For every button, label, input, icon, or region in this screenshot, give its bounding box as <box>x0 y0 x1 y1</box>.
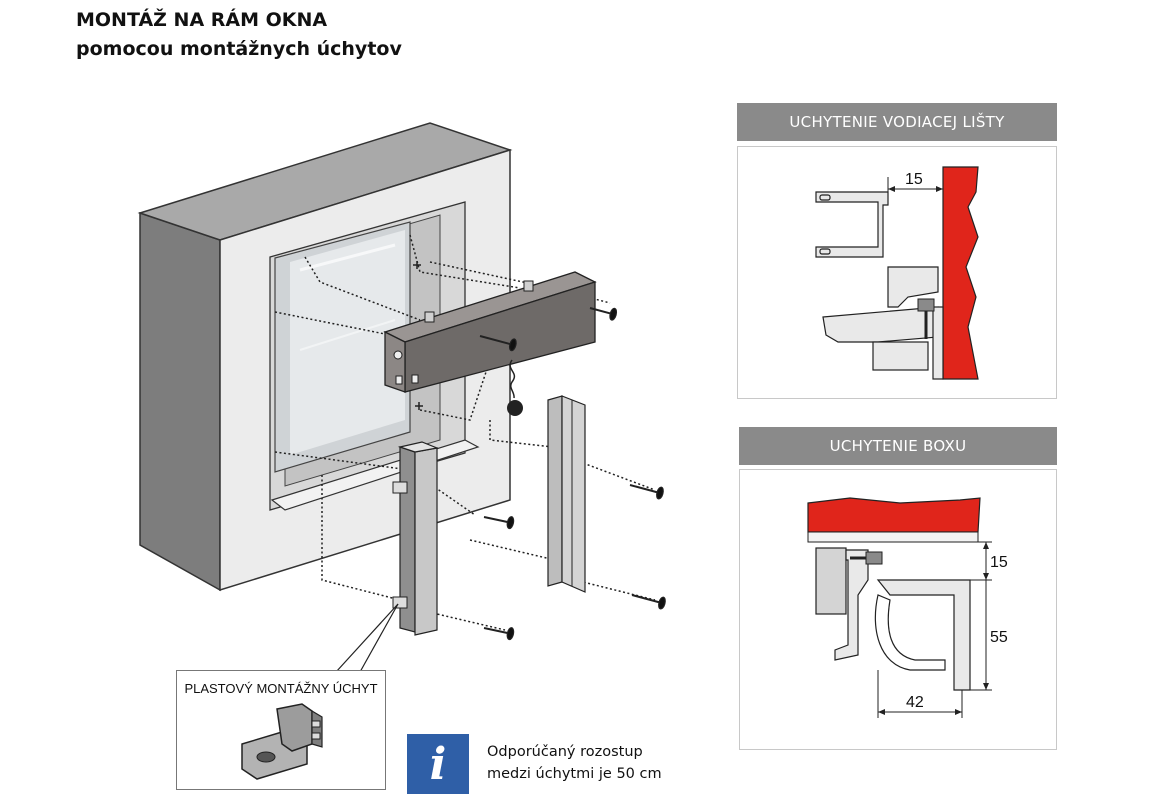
page-title: MONTÁŽ NA RÁM OKNA pomocou montážnych úc… <box>76 6 402 64</box>
box-dim-55: 55 <box>990 629 1008 646</box>
info-line-2: medzi úchytmi je 50 cm <box>487 766 662 782</box>
box-dim-15: 15 <box>990 554 1008 571</box>
clip-callout: PLASTOVÝ MONTÁŽNY ÚCHYT <box>176 670 386 790</box>
pull-cord <box>507 359 523 416</box>
box-dim-42: 42 <box>906 694 924 711</box>
info-line-1: Odporúčaný rozostup <box>487 744 643 760</box>
clip-leader-lines <box>335 603 399 673</box>
plus-marks <box>413 261 423 410</box>
box-cross-section: 15 55 42 <box>807 497 1008 718</box>
panel-heading-box: UCHYTENIE BOXU <box>739 427 1057 465</box>
guide-rail-right <box>547 395 586 593</box>
title-line-2: pomocou montážnych úchytov <box>76 38 402 60</box>
roller-box <box>383 271 597 393</box>
clip-label: PLASTOVÝ MONTÁŽNY ÚCHYT <box>184 681 378 696</box>
title-line-1: MONTÁŽ NA RÁM OKNA <box>76 9 328 31</box>
guide-rail-left <box>392 441 440 636</box>
panel-box-attachment: 15 55 42 <box>739 469 1057 750</box>
guide-rail-dim-15: 15 <box>905 171 923 188</box>
info-note: Odporúčaný rozostup medzi úchytmi je 50 … <box>487 741 662 785</box>
panel-guide-rail: 15 <box>737 146 1057 399</box>
info-icon: i <box>407 734 469 794</box>
guide-rail-cross-section: 15 <box>815 166 979 380</box>
plastic-clip-icon <box>241 703 323 780</box>
panel-heading-guide-rail: UCHYTENIE VODIACEJ LIŠTY <box>737 103 1057 141</box>
screws <box>479 307 666 641</box>
